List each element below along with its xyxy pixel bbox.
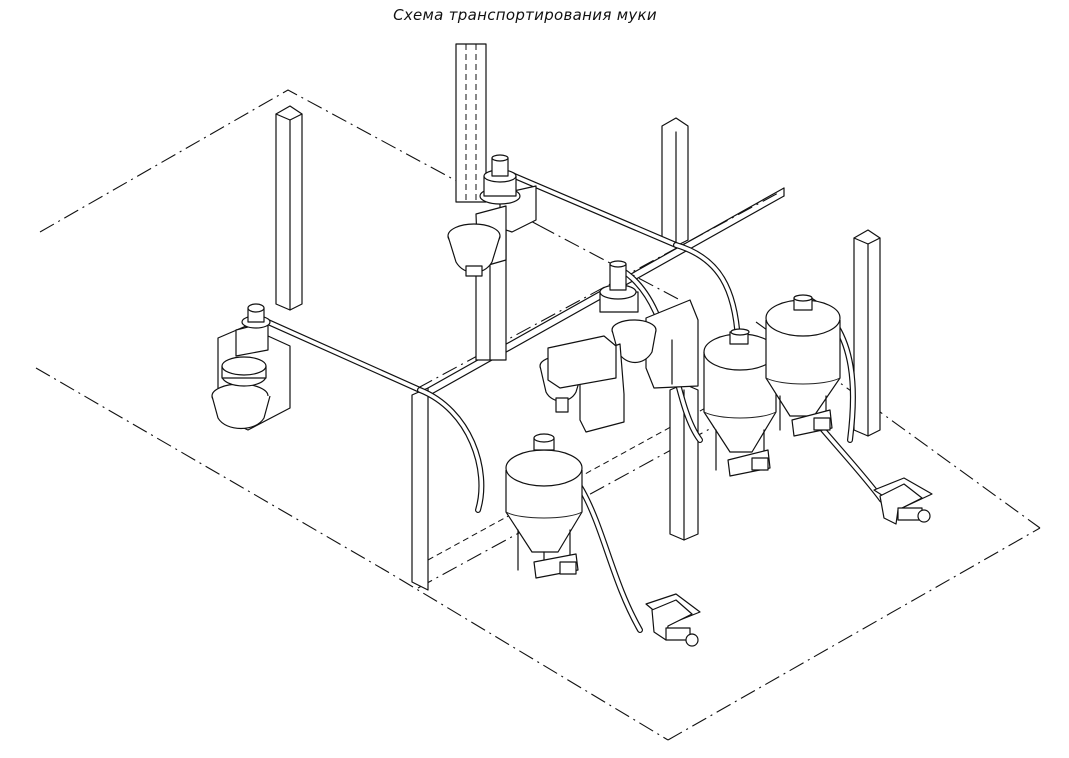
column-right xyxy=(853,229,881,437)
column-center xyxy=(455,43,507,361)
loader-sifter-left xyxy=(211,303,291,431)
silo-rear-left xyxy=(703,328,777,477)
loader-sifter-center xyxy=(447,154,537,277)
sifter-middle xyxy=(539,335,625,433)
column-left xyxy=(275,105,303,311)
hopper-rear xyxy=(873,477,933,525)
hopper-front xyxy=(645,593,701,647)
diagram-title: Схема транспортирования муки xyxy=(393,6,657,24)
silo-front xyxy=(505,433,583,579)
loader-sifter-rear xyxy=(599,260,699,389)
silo-rear-right xyxy=(765,294,841,437)
